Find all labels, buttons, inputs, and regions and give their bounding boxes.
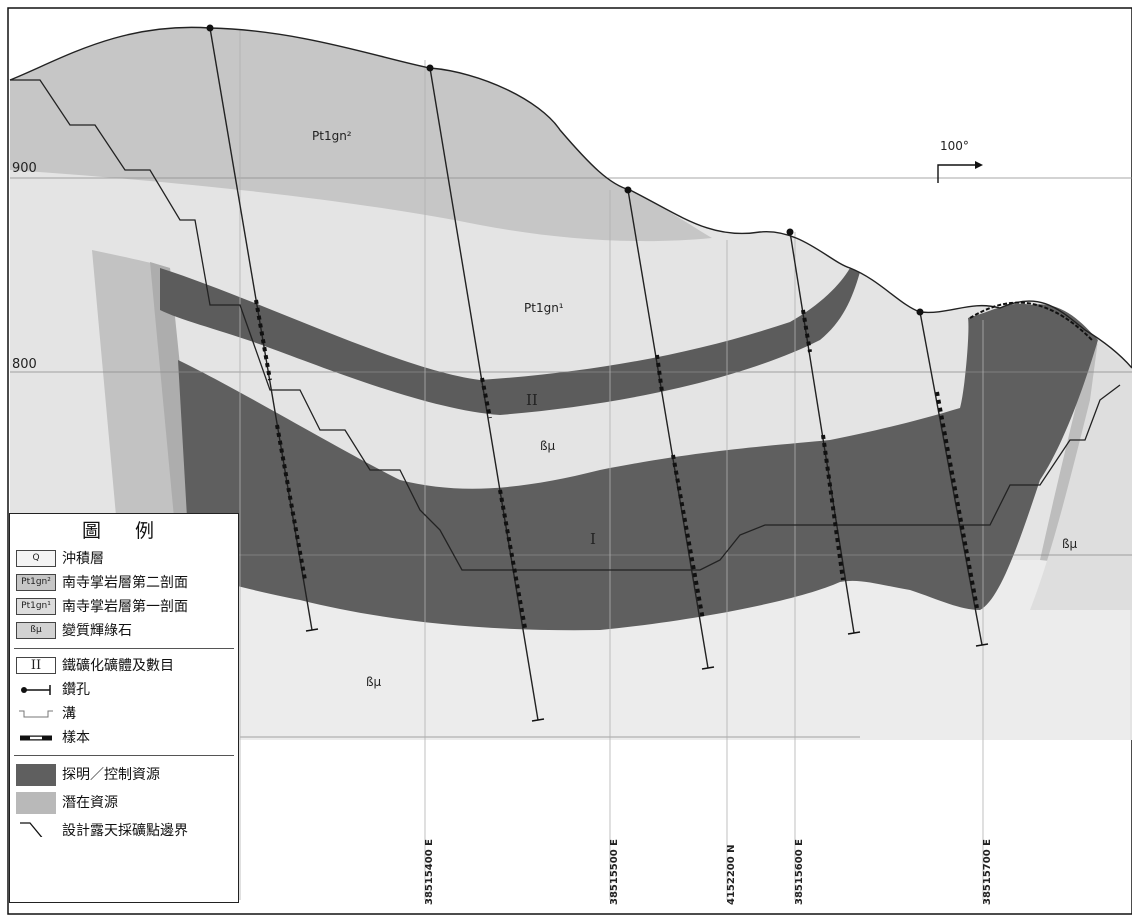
orebody-i-label: I — [590, 530, 596, 548]
legend-label-pt1gn2: 南寺掌岩層第二剖面 — [62, 575, 188, 591]
coord-label-4: 38515600 E — [794, 839, 805, 905]
pit-boundary-icon — [20, 822, 43, 837]
legend-item-measured: 探明／控制資源 — [16, 763, 236, 787]
unit-label-pt1gn2: Pt1gn² — [312, 129, 352, 143]
elevation-900-label: 900 — [12, 161, 37, 176]
legend-symbol-inferred — [16, 792, 56, 814]
coord-label-3: 4152200 N — [726, 844, 737, 905]
direction-arrow — [937, 164, 975, 183]
coordinate-lines — [239, 30, 984, 900]
legend-box: 圖 例 Q 沖積層 Pt1gn² 南寺掌岩層第二剖面 Pt1gn¹ 南寺掌岩層第… — [9, 513, 239, 903]
legend-separator-1 — [14, 648, 234, 649]
legend-item-orebody: II 鐵礦化礦體及數目 — [16, 656, 236, 676]
unit-label-bmu-right: ßµ — [1062, 537, 1078, 551]
legend-item-inferred: 潛在資源 — [16, 791, 236, 815]
legend-item-pt1gn1: Pt1gn¹ 南寺掌岩層第一剖面 — [16, 597, 236, 617]
legend-symbol-orebody: II — [16, 657, 56, 674]
legend-symbol-pt1gn2: Pt1gn² — [16, 574, 56, 591]
legend-symbol-bmu: ßµ — [16, 622, 56, 639]
direction-indicator: 100° — [937, 139, 983, 183]
unit-label-bmu-lower: ßµ — [366, 675, 382, 689]
legend-label-bmu: 變質輝綠石 — [62, 623, 132, 639]
legend-item-bmu: ßµ 變質輝綠石 — [16, 621, 236, 641]
unit-pt1gn2-area — [10, 27, 712, 242]
direction-arrow-head — [975, 161, 983, 169]
legend-label-trench: 溝 — [62, 706, 76, 722]
coord-label-5: 38515700 E — [982, 839, 993, 905]
legend-item-trench: 溝 — [16, 704, 236, 724]
legend-symbol-q: Q — [16, 550, 56, 567]
legend-item-drillhole: 鑽孔 — [16, 680, 236, 700]
legend-title: 圖 例 — [81, 520, 169, 542]
sample-icon — [20, 735, 52, 741]
legend-label-sample: 樣本 — [62, 730, 90, 746]
legend-item-pit: 設計露天採礦點邊界 — [16, 819, 236, 843]
orebody-ii-label: II — [526, 391, 538, 409]
direction-label: 100° — [940, 139, 969, 153]
unit-label-pt1gn1: Pt1gn¹ — [524, 301, 564, 315]
legend-label-pt1gn1: 南寺掌岩層第一剖面 — [62, 599, 188, 615]
drill-collars — [206, 24, 924, 316]
orebody-i-area — [178, 303, 1098, 631]
pit-boundary-line — [10, 79, 1121, 571]
legend-label-orebody: 鐵礦化礦體及數目 — [62, 658, 174, 674]
legend-label-drillhole: 鑽孔 — [62, 682, 90, 698]
legend-symbol-pt1gn1: Pt1gn¹ — [16, 598, 56, 615]
legend-label-q: 沖積層 — [62, 551, 104, 567]
drill-ends — [305, 628, 989, 722]
elevation-800-label: 800 — [12, 357, 37, 372]
orebody-ii-area — [160, 268, 860, 415]
sample-intervals — [254, 299, 979, 629]
topography-line — [9, 26, 1132, 369]
legend-separator-2 — [14, 755, 234, 756]
unit-label-bmu-center: ßµ — [540, 439, 556, 453]
legend-item-sample: 樣本 — [16, 728, 236, 748]
coord-label-2: 38515500 E — [609, 839, 620, 905]
trench-icon — [19, 710, 53, 718]
legend-label-measured: 探明／控制資源 — [62, 767, 160, 783]
legend-item-q: Q 沖積層 — [16, 549, 236, 569]
legend-item-pt1gn2: Pt1gn² 南寺掌岩層第二剖面 — [16, 573, 236, 593]
legend-label-inferred: 潛在資源 — [62, 795, 118, 811]
coord-label-1: 38515400 E — [424, 839, 435, 905]
unit-bmu-right — [1030, 340, 1132, 610]
legend-symbol-measured — [16, 764, 56, 786]
drillhole-icon — [21, 685, 51, 695]
topography-dashed — [969, 301, 1093, 341]
legend-label-pit: 設計露天採礦點邊界 — [62, 823, 188, 839]
